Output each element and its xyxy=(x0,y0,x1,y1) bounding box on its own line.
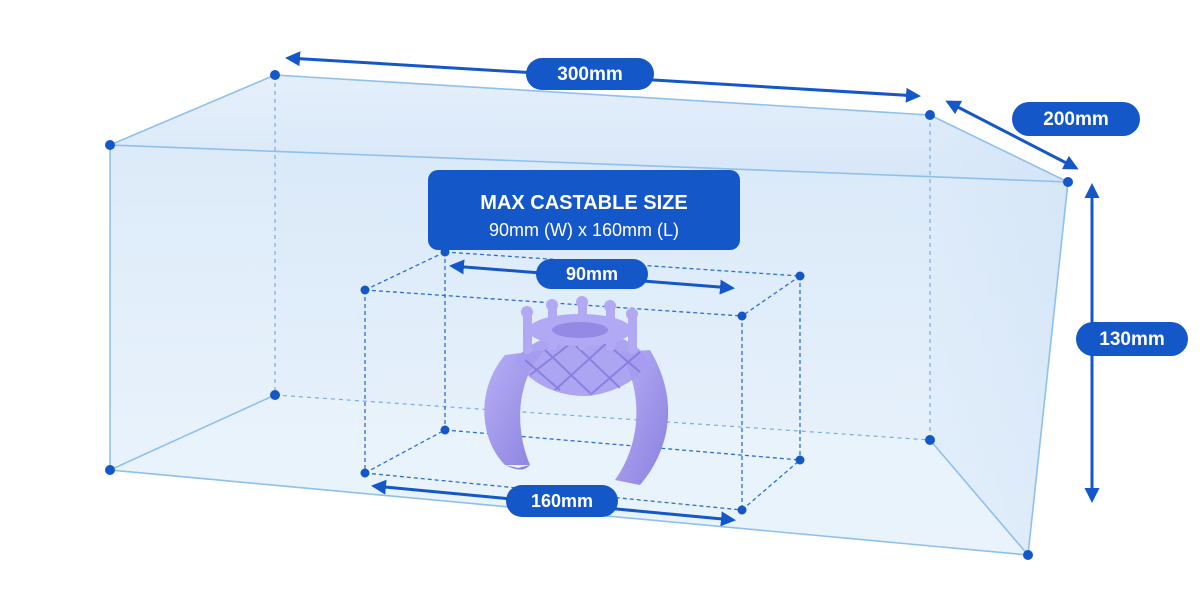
label-inner-width: 90mm xyxy=(536,259,648,289)
outer-box-vertices xyxy=(105,70,1073,560)
outer-box-side-face xyxy=(930,115,1068,555)
castable-box-vertices xyxy=(360,247,805,515)
ring-illustration xyxy=(484,296,669,485)
label-outer-depth: 200mm xyxy=(1012,102,1140,136)
ring-setting xyxy=(552,322,608,338)
arrow-outer-depth xyxy=(945,100,1079,170)
ring-lattice-lines xyxy=(524,337,641,396)
outer-box-floor xyxy=(110,395,1028,555)
label-inner-width-text: 90mm xyxy=(566,264,618,284)
label-outer-height: 130mm xyxy=(1076,322,1188,356)
castable-title: MAX CASTABLE SIZE xyxy=(480,192,687,214)
label-outer-width: 300mm xyxy=(526,58,654,90)
label-outer-depth-text: 200mm xyxy=(1043,109,1109,130)
castable-subtitle: 90mm (W) x 160mm (L) xyxy=(489,220,679,240)
ring-shank xyxy=(484,350,545,465)
ring-crown xyxy=(521,296,638,354)
label-inner-length: 160mm xyxy=(506,485,618,517)
outer-box-hidden-edges xyxy=(274,75,931,441)
label-inner-length-text: 160mm xyxy=(531,491,593,511)
label-outer-height-text: 130mm xyxy=(1099,329,1165,350)
label-outer-width-text: 300mm xyxy=(557,64,623,85)
castable-callout: MAX CASTABLE SIZE 90mm (W) x 160mm (L) xyxy=(428,170,740,250)
ring-shank-right xyxy=(615,350,669,485)
ring-shank-bottom xyxy=(505,465,530,470)
